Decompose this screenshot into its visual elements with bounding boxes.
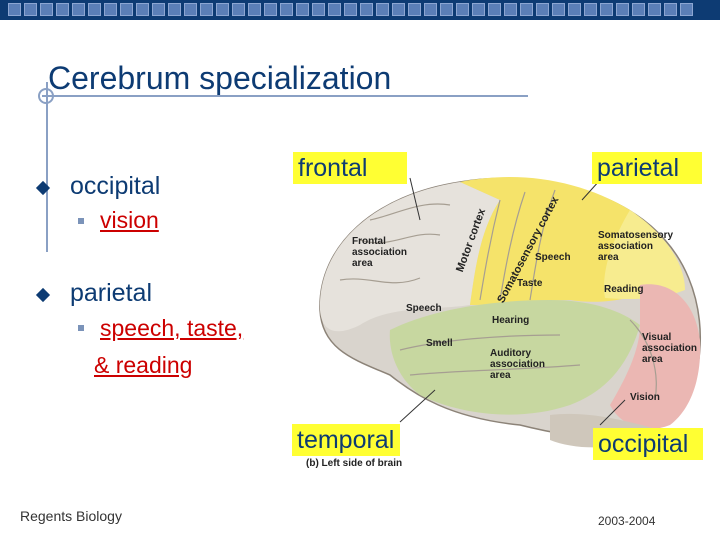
sub-bullet-square-icon bbox=[78, 218, 84, 224]
auditory-association-label: Auditory association area bbox=[490, 348, 546, 381]
sub-bullet-square-icon bbox=[78, 325, 84, 331]
crosshair-ornament bbox=[38, 88, 54, 104]
vision-label: Vision bbox=[630, 392, 660, 403]
sub-bullet-speech-taste[interactable]: speech, taste, bbox=[100, 315, 244, 341]
speech-label-top: Speech bbox=[535, 252, 571, 263]
slide-title: Cerebrum specialization bbox=[48, 60, 392, 96]
figure-caption: (b) Left side of brain bbox=[306, 458, 403, 469]
smell-label: Smell bbox=[426, 338, 453, 349]
frontal-association-label: Frontal association area bbox=[352, 236, 408, 269]
sub-bullet-vision[interactable]: vision bbox=[100, 207, 159, 233]
callout-parietal: parietal bbox=[592, 152, 702, 184]
title-underline bbox=[42, 95, 528, 97]
sub-bullet-reading[interactable]: & reading bbox=[94, 352, 193, 378]
reading-label: Reading bbox=[604, 284, 644, 295]
taste-label: Taste bbox=[517, 278, 543, 289]
banner-squares bbox=[8, 3, 693, 16]
somatosensory-association-label: Somatosensory association area bbox=[598, 230, 674, 263]
visual-association-label: Visual association area bbox=[642, 332, 698, 365]
footer-year: 2003-2004 bbox=[598, 514, 656, 528]
hearing-label: Hearing bbox=[492, 315, 530, 326]
bullet-parietal: parietal bbox=[70, 279, 152, 307]
footer-course: Regents Biology bbox=[20, 508, 122, 524]
bullet-diamond-icon bbox=[35, 287, 51, 303]
callout-occipital: occipital bbox=[593, 428, 703, 460]
callout-temporal: temporal bbox=[292, 424, 400, 456]
speech-label-left: Speech bbox=[406, 303, 442, 314]
top-banner bbox=[0, 0, 720, 20]
bullet-occipital: occipital bbox=[70, 172, 161, 200]
title-vertical-rule bbox=[46, 82, 48, 252]
callout-frontal: frontal bbox=[293, 152, 407, 184]
